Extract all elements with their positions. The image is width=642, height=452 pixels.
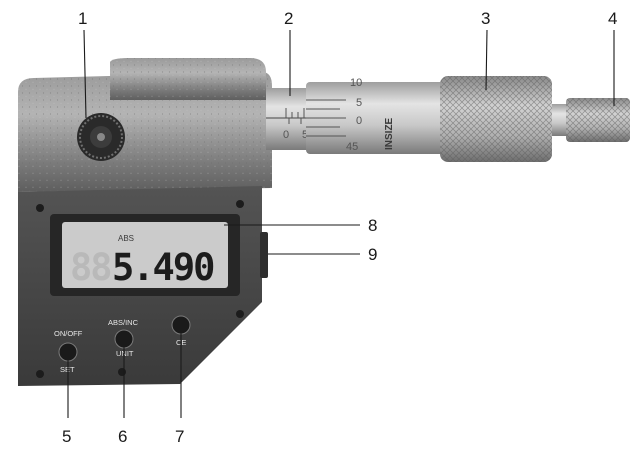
lcd-mode-label: ABS [118, 234, 134, 243]
callout-6: 6 [118, 427, 127, 446]
thimble[interactable]: 10 5 0 45 INSIZE [306, 77, 446, 154]
callout-2: 2 [284, 9, 293, 28]
ratchet-stop[interactable] [552, 98, 630, 142]
frame [18, 58, 272, 192]
thimble-scale-5: 5 [356, 97, 362, 109]
callout-7: 7 [175, 427, 184, 446]
callout-3: 3 [481, 9, 490, 28]
sleeve-scale-0: 0 [283, 129, 289, 141]
callout-9: 9 [368, 245, 377, 264]
callout-4: 4 [608, 9, 617, 28]
callout-5: 5 [62, 427, 71, 446]
unit-label: UNIT [116, 349, 134, 358]
abs-inc-unit-button[interactable]: ABS/INC UNIT [108, 318, 139, 358]
thimble-scale-0: 0 [356, 115, 362, 127]
callout-1: 1 [78, 9, 87, 28]
knurled-drum[interactable] [440, 76, 552, 162]
lcd-ghost-digits: 88 [70, 246, 111, 289]
thimble-scale-45: 45 [346, 141, 358, 153]
abs-inc-label: ABS/INC [108, 318, 139, 327]
spindle-lock-knob[interactable] [77, 113, 125, 161]
lcd-screen: ABS 88 5.490 [62, 222, 228, 289]
sleeve-scale-5: 5 [302, 129, 308, 141]
callout-8: 8 [368, 216, 377, 235]
brand-logo: INSIZE [384, 117, 395, 150]
lcd-reading: 5.490 [112, 246, 214, 289]
onoff-label: ON/OFF [54, 329, 83, 338]
thimble-scale-10: 10 [350, 77, 362, 89]
leader-lines [67, 29, 615, 418]
